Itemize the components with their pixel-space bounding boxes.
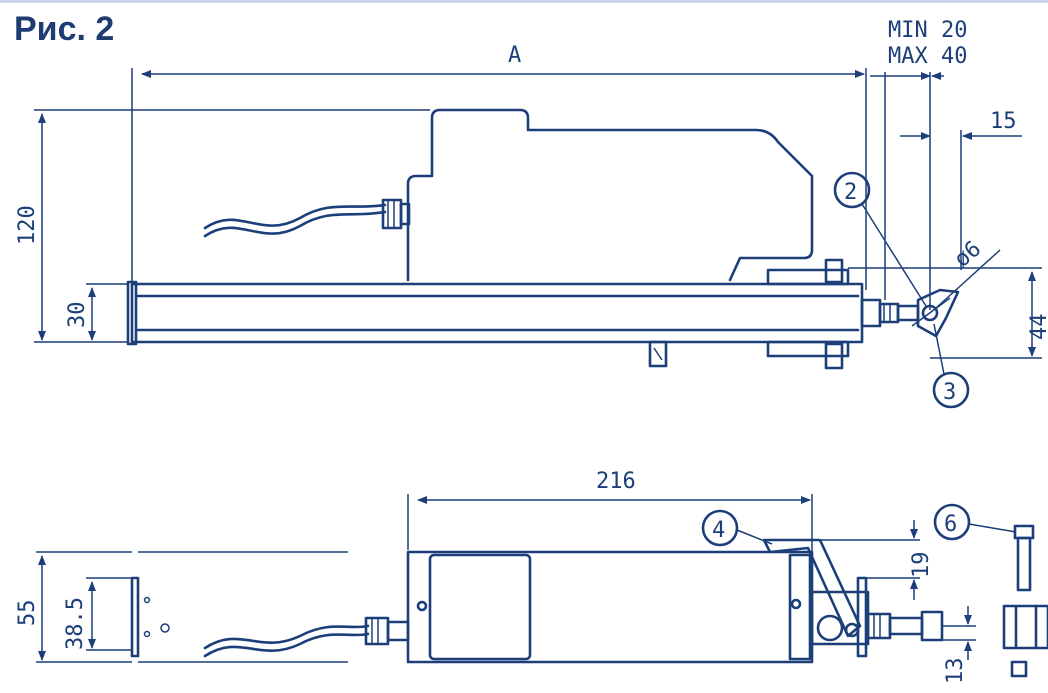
dim-min: MIN 20 bbox=[888, 18, 967, 43]
tube-end bbox=[856, 576, 868, 658]
callout-6: 6 bbox=[933, 503, 1017, 541]
dim-44: 44 bbox=[1027, 314, 1048, 341]
cable-bottom bbox=[203, 624, 370, 658]
clevis bbox=[916, 288, 960, 338]
dim-38-5: 38.5 bbox=[63, 597, 88, 650]
bracket-upper bbox=[766, 268, 850, 286]
svg-text:4: 4 bbox=[712, 518, 725, 543]
dim-a: A bbox=[508, 43, 521, 68]
callout-2: 2 bbox=[833, 171, 927, 307]
end-cap bbox=[130, 576, 140, 658]
svg-text:2: 2 bbox=[844, 180, 857, 205]
dim-15: 15 bbox=[990, 109, 1017, 134]
dim-max: MAX 40 bbox=[888, 44, 967, 69]
svg-text:6: 6 bbox=[944, 512, 957, 537]
dim-216: 216 bbox=[596, 469, 636, 494]
callout-3: 3 bbox=[932, 323, 970, 409]
dim-19: 19 bbox=[909, 552, 934, 579]
dim-120: 120 bbox=[15, 205, 40, 245]
limit-switch bbox=[648, 340, 668, 368]
actuator-tube bbox=[130, 282, 864, 344]
top-view: A MIN 20 MAX 40 15 120 30 bbox=[15, 18, 1048, 409]
dim-30: 30 bbox=[65, 302, 90, 329]
bracket-lower bbox=[766, 340, 850, 358]
rod-nut bbox=[860, 298, 882, 328]
top-rule bbox=[0, 0, 1048, 3]
cable bbox=[203, 203, 387, 238]
svg-text:3: 3 bbox=[943, 380, 956, 405]
figure-title: Рис. 2 bbox=[14, 10, 115, 48]
dim-13: 13 bbox=[943, 658, 968, 685]
bottom-view: 216 19 55 38.5 13 bbox=[15, 469, 1048, 684]
dim-55: 55 bbox=[15, 600, 40, 627]
motor-body bbox=[406, 550, 814, 664]
motor-housing bbox=[406, 108, 814, 282]
bolt bbox=[1002, 524, 1048, 678]
callout-4: 4 bbox=[701, 509, 773, 547]
